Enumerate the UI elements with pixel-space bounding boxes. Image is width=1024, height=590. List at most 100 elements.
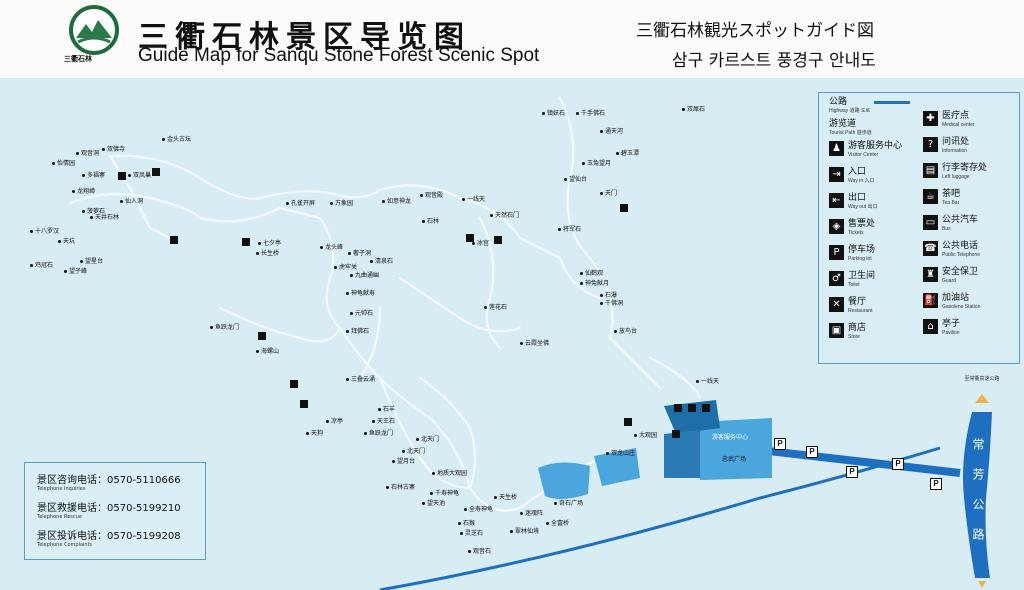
scenic-spot: 奢子洞 xyxy=(348,250,371,257)
hub-square: 忠武广场 xyxy=(722,456,747,463)
spot-label: 观音石 xyxy=(473,548,492,555)
spot-dot-icon xyxy=(472,242,475,245)
scenic-spot: 石猴 xyxy=(458,520,475,527)
spot-dot-icon xyxy=(494,496,497,499)
facility-icon xyxy=(674,404,682,412)
spot-dot-icon xyxy=(542,112,545,115)
spot-dot-icon xyxy=(600,302,603,305)
spot-dot-icon xyxy=(52,162,55,165)
scenic-spot: 鱼跃龙门 xyxy=(364,430,393,437)
area-west xyxy=(538,462,590,500)
spot-dot-icon xyxy=(546,522,549,525)
scenic-spot: 石瀑 xyxy=(600,292,617,299)
spot-dot-icon xyxy=(80,260,83,263)
scenic-spot: 菠萝石 xyxy=(82,208,105,215)
scenic-spot: 拜佛石 xyxy=(346,328,369,335)
scenic-spot: 万象园 xyxy=(330,200,353,207)
scenic-spot: 双凤巢 xyxy=(128,172,151,179)
spot-dot-icon xyxy=(102,148,105,151)
sanqu-logo xyxy=(69,5,119,55)
spot-label: 鸡冠石 xyxy=(35,262,54,269)
spot-dot-icon xyxy=(606,452,609,455)
spot-label: 石林古寨 xyxy=(391,484,416,491)
guard-icon: ♜ xyxy=(923,267,938,282)
spot-dot-icon xyxy=(350,312,353,315)
title-chinese: 三衢石林景区导览图 xyxy=(138,20,471,55)
phone-icon: ☎ xyxy=(923,241,938,256)
line-icon xyxy=(874,101,911,104)
scenic-spot: 龙翔嶂 xyxy=(72,188,95,195)
scenic-spot: 凉亭 xyxy=(326,418,343,425)
scenic-spot: 玉兔望月 xyxy=(582,160,611,167)
scenic-spot: 地质大观园 xyxy=(432,470,467,477)
scenic-spot: 龙头峰 xyxy=(320,244,343,251)
spot-dot-icon xyxy=(326,420,329,423)
spot-dot-icon xyxy=(600,192,603,195)
spot-label: 一线天 xyxy=(467,196,486,203)
scenic-spot: 冰宫 xyxy=(472,240,489,247)
facility-icon xyxy=(118,172,126,180)
spot-dot-icon xyxy=(564,178,567,181)
spot-label: 一线天 xyxy=(701,378,720,385)
spot-label: 北天门 xyxy=(421,436,440,443)
spot-label: 凉亭 xyxy=(331,418,344,425)
spot-label: 千佛洞 xyxy=(605,300,624,307)
spot-label: 仙人洞 xyxy=(125,198,144,205)
spot-label: 孔雀开屏 xyxy=(291,200,316,207)
spot-dot-icon xyxy=(378,408,381,411)
scenic-spot: 望月台 xyxy=(392,458,415,465)
spot-dot-icon xyxy=(258,242,261,245)
scenic-spot: 莲花石 xyxy=(484,304,507,311)
spot-label: 千手佛石 xyxy=(581,110,606,117)
spot-label: 奇石广场 xyxy=(559,500,584,507)
spot-dot-icon xyxy=(162,138,165,141)
parking-marker: P xyxy=(806,446,818,458)
scenic-spot: 云霞坐佛 xyxy=(520,340,549,347)
scenic-spot: 石林 xyxy=(422,218,439,225)
spot-label: 七夕亭 xyxy=(263,240,282,247)
spot-label: 天王石 xyxy=(377,418,396,425)
header-bar: 三衢石林 三衢石林景区导览图 Guide Map for Sanqu Stone… xyxy=(0,0,1024,78)
facility-icon xyxy=(494,236,502,244)
area-hub-dark2 xyxy=(664,430,700,478)
spot-label: 奢子洞 xyxy=(353,250,372,257)
parking-marker: P xyxy=(892,458,904,470)
spot-dot-icon xyxy=(350,274,353,277)
spot-label: 多福寨 xyxy=(87,172,106,179)
hub-visitor-center: 游客服务中心 xyxy=(712,434,749,441)
scenic-spot: 天门 xyxy=(600,190,617,197)
facility-icon xyxy=(290,380,298,388)
ticket-icon: ◈ xyxy=(829,219,844,234)
spot-label: 长生桥 xyxy=(261,250,280,257)
spot-dot-icon xyxy=(76,152,79,155)
area-hub xyxy=(698,418,772,480)
spot-dot-icon xyxy=(510,530,513,533)
spot-label: 鱼跃龙门 xyxy=(215,324,240,331)
scenic-spot: 全富桥 xyxy=(546,520,569,527)
luggage-icon: ▤ xyxy=(923,163,938,178)
spot-dot-icon xyxy=(600,130,603,133)
spot-label: 云霞坐佛 xyxy=(525,340,550,347)
scenic-spot: 一线天 xyxy=(696,378,719,385)
spot-dot-icon xyxy=(346,378,349,381)
spot-label: 望子峰 xyxy=(69,268,88,275)
spot-dot-icon xyxy=(402,450,405,453)
spot-dot-icon xyxy=(256,350,259,353)
scenic-spot: 石林古寨 xyxy=(386,484,415,491)
spot-label: 天门 xyxy=(605,190,618,197)
spot-label: 石羊 xyxy=(383,406,396,413)
scenic-spot: 仙鹤观 xyxy=(580,270,603,277)
title-japanese: 三衢石林観光スポットガイド図 xyxy=(636,21,874,41)
gas-station-icon: ⛽ xyxy=(923,293,938,308)
info-icon: ? xyxy=(923,137,938,152)
highway-road xyxy=(379,446,941,590)
